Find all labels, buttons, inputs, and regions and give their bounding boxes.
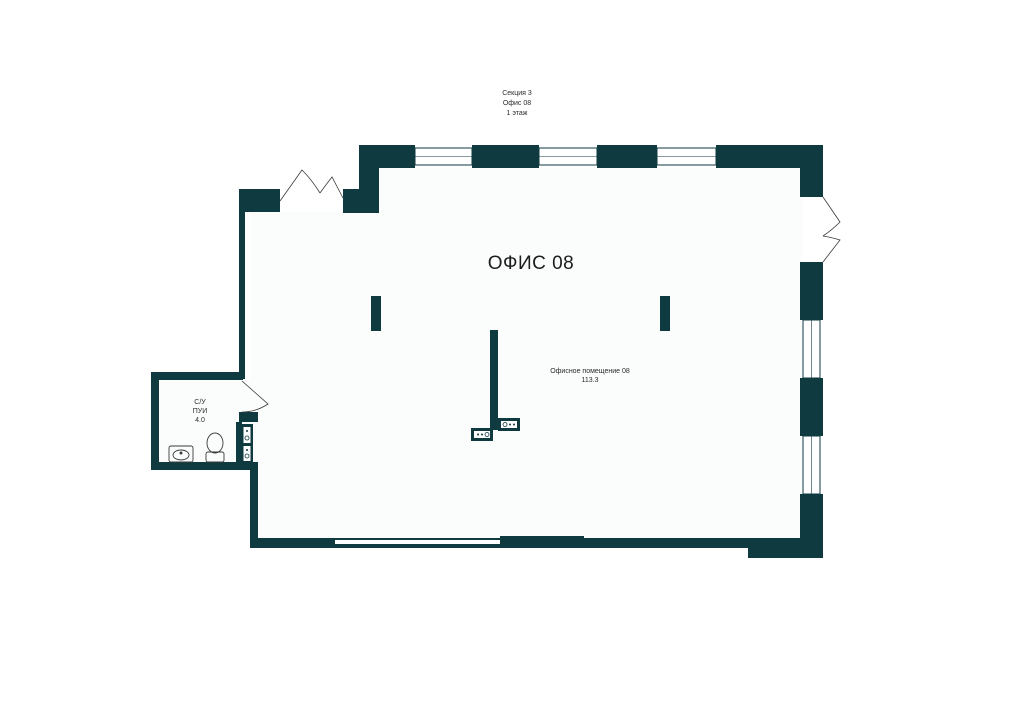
room-area: 113.3 [581,377,599,384]
plan-header: Секция 3 Офис 08 1 этаж [417,89,617,119]
wc-wall-bottom [151,462,258,470]
room-name: Офисное помещение 08 [550,368,630,375]
room-name: С/У [194,399,206,406]
wall-segment [239,412,258,422]
windows-right [802,319,821,495]
wall-segment [239,189,280,212]
column-icon [660,296,670,331]
door-swing-icon [241,169,841,413]
column-icon [371,296,381,331]
sink-icon [168,445,194,463]
room-label-office: Офисное помещение 08 113.3 [520,367,660,385]
wc-wall-left [151,372,159,469]
column-icon [490,330,498,430]
wc-floor [158,380,250,464]
wall-segment [359,145,415,168]
wall-segment [800,378,823,436]
wall-segment [716,145,823,168]
wall-segment [748,538,823,558]
wc-wall-right [236,422,242,466]
wall-segment [800,262,823,320]
wall-gap [335,540,500,544]
room-name: ПУИ [192,408,208,415]
room-label-wc: С/У ПУИ 4.0 [170,398,230,425]
wall-segment [800,145,823,197]
room-area: 4.0 [195,417,205,424]
section-label: Секция 3 [502,90,532,97]
wall-segment [597,145,657,168]
toilet-icon [205,432,225,463]
windows-top [414,147,717,166]
walls [151,145,823,558]
wall-left-upper [239,189,245,379]
wall-segment [500,536,584,544]
wc-wall-top [151,372,243,380]
plan-title: ОФИС 08 [487,253,575,274]
outlet-icon [241,424,253,464]
office-label: Офис 08 [502,100,532,107]
wall-segment [472,145,539,168]
outlet-icon [471,418,520,441]
office-floor [250,168,802,548]
floor-label: 1 этаж [506,110,528,117]
wall-left-lower [250,464,258,548]
